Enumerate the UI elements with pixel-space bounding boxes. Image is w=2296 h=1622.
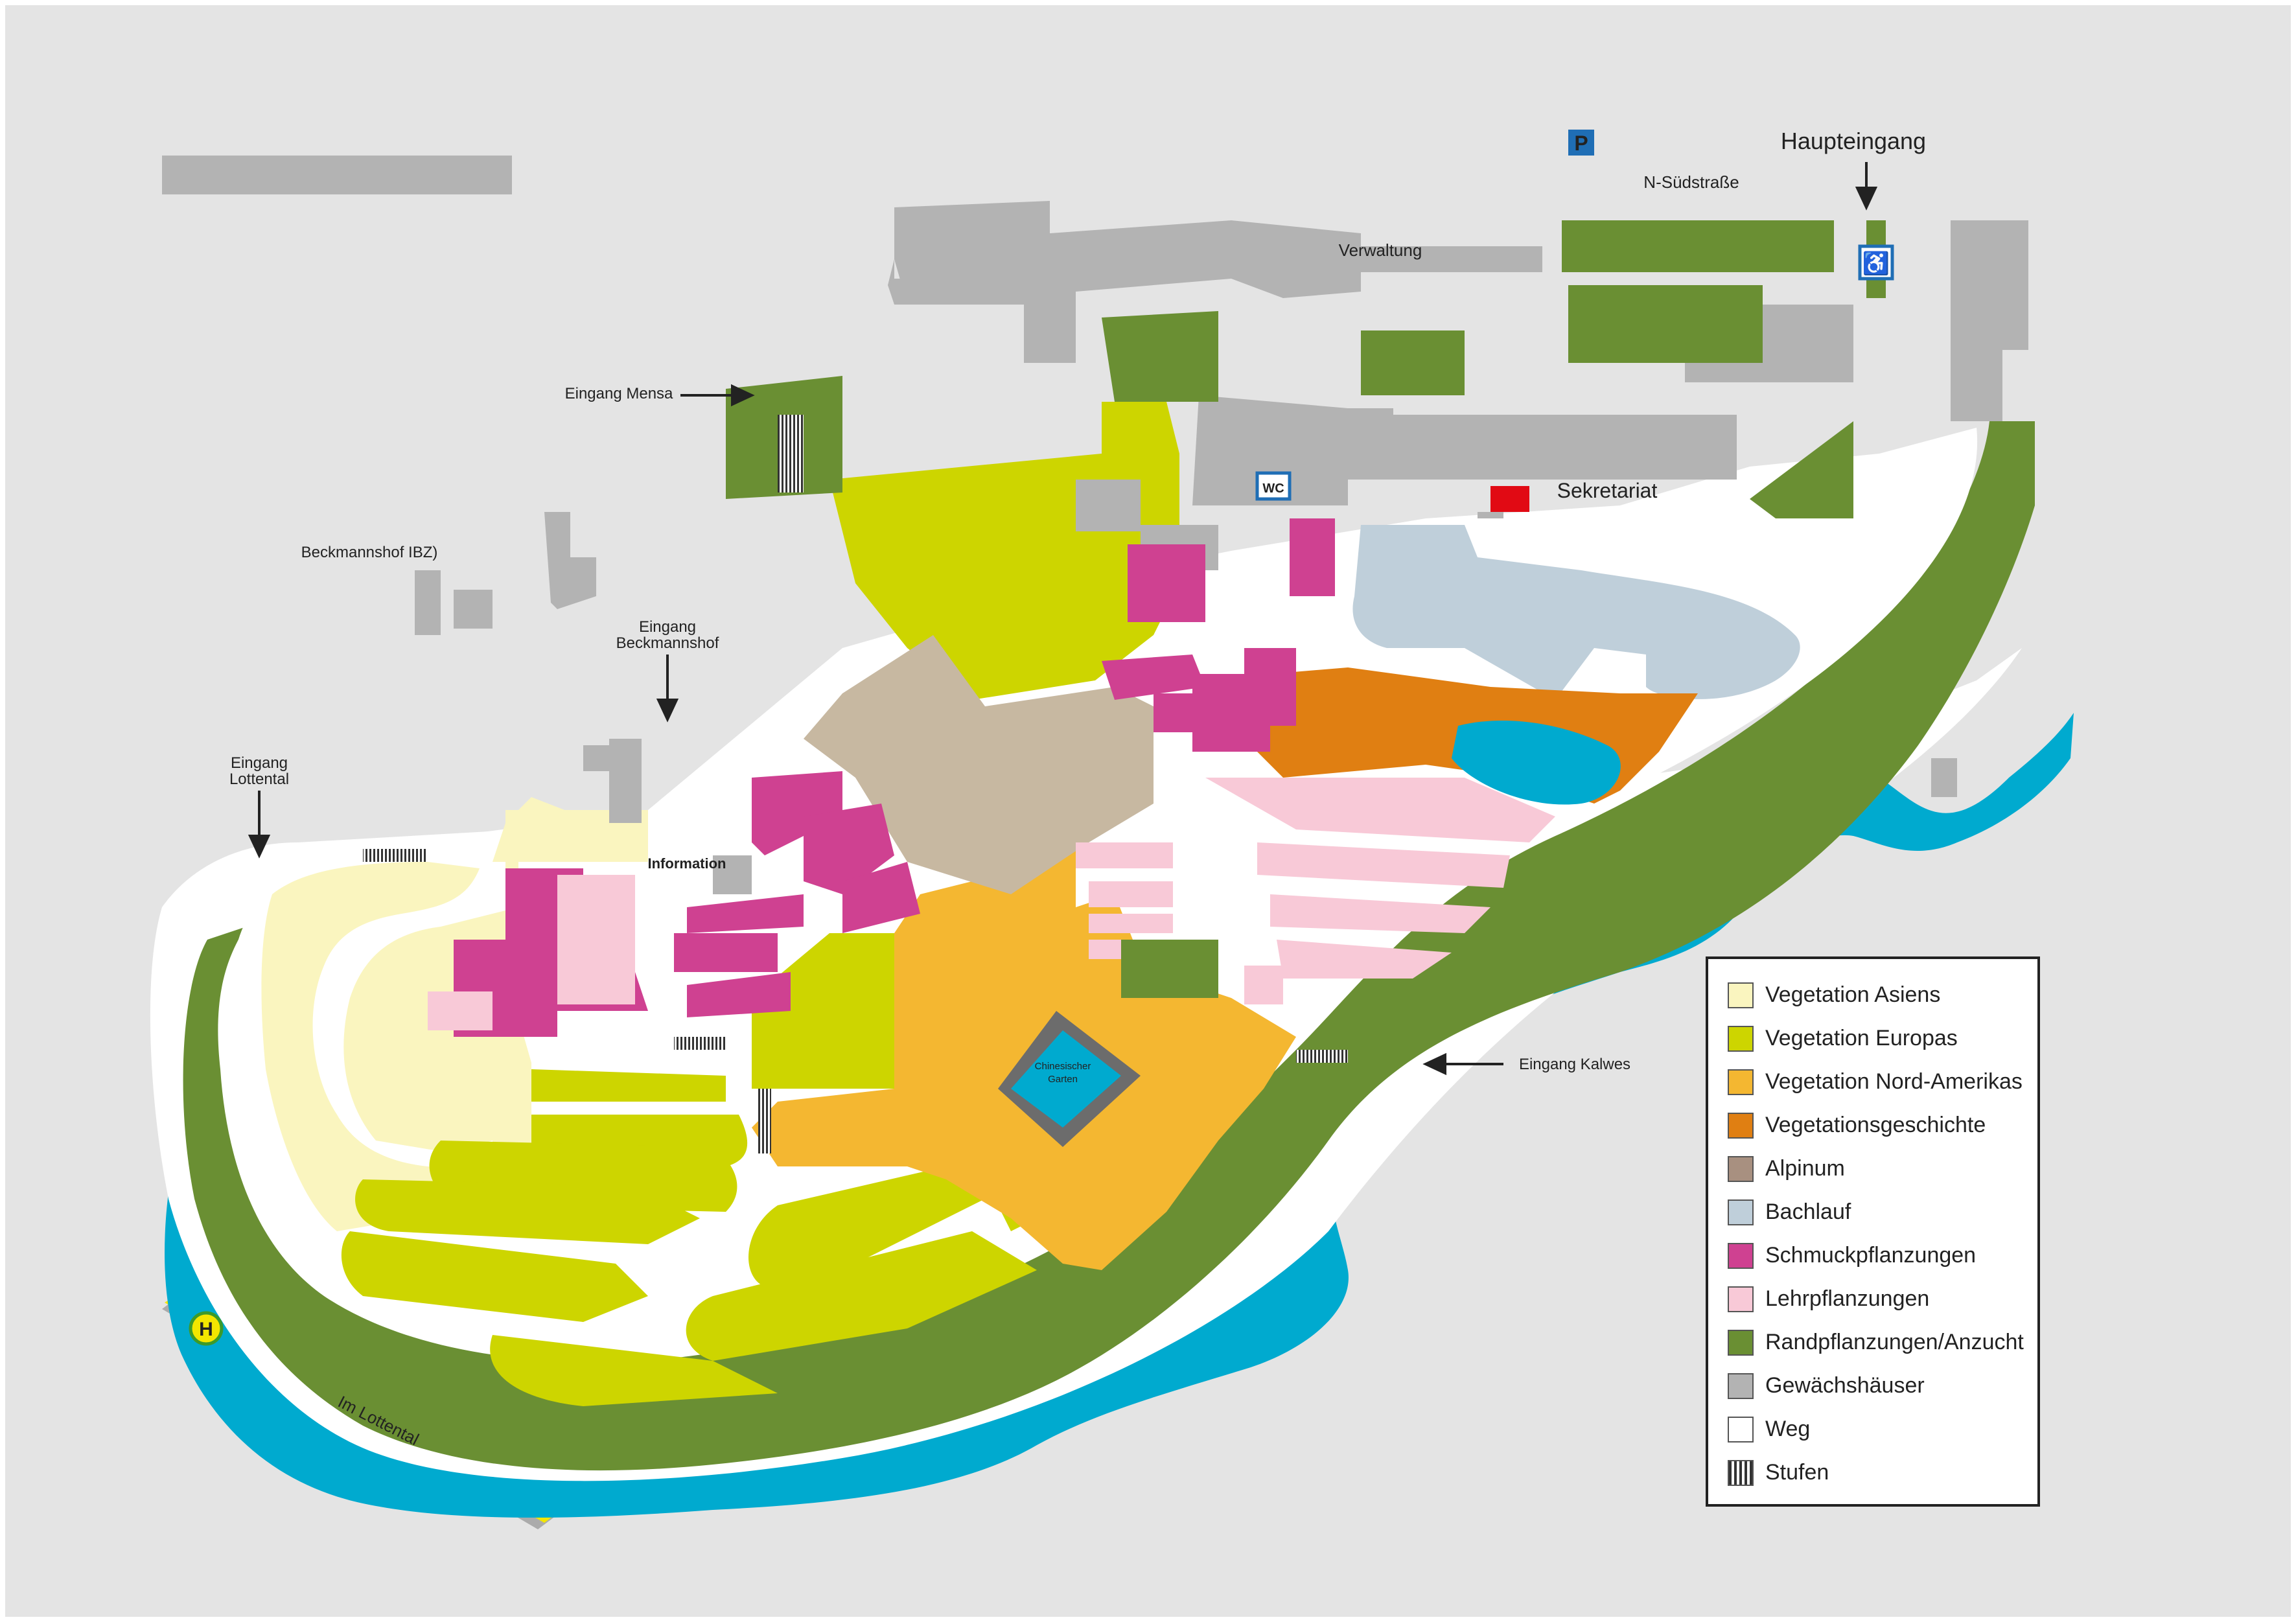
legend-label: Weg [1765, 1417, 1811, 1441]
label-chinesischer-2: Garten [1048, 1074, 1078, 1085]
zone-alpinum [804, 635, 1154, 894]
legend-item: Lehrpflanzungen [1728, 1277, 2037, 1321]
label-eingang-lottental-1: Eingang [231, 754, 288, 772]
legend-item: Alpinum [1728, 1147, 2037, 1190]
wheelchair-icon: ♿ [1862, 251, 1890, 276]
legend-item: Gewächshäuser [1728, 1364, 2037, 1408]
legend-label: Schmuckpflanzungen [1765, 1243, 1977, 1268]
legend-label: Vegetation Nord-Amerikas [1765, 1069, 2023, 1094]
legend-item: Randpflanzungen/Anzucht [1728, 1321, 2037, 1364]
label-chinesischer-1: Chinesischer [1035, 1061, 1091, 1072]
zone-nordamerika [752, 823, 1296, 1270]
legend-item: Weg [1728, 1408, 2037, 1451]
legend-label: Randpflanzungen/Anzucht [1765, 1330, 2024, 1354]
stairs [363, 415, 1348, 1153]
legend-item: Schmuckpflanzungen [1728, 1234, 2037, 1277]
legend-item: Vegetationsgeschichte [1728, 1104, 2037, 1147]
zone-europa-north [829, 402, 1179, 700]
zone-lehr-west [428, 875, 635, 1030]
entrance-arrows [248, 162, 1878, 1076]
legend-label: Bachlauf [1765, 1199, 1851, 1224]
label-eingang-beckmannshof-2: Beckmannshof [616, 634, 719, 652]
chinesischer-garten [998, 1011, 1141, 1147]
label-beckmannshof: Beckmannshof IBZ) [301, 544, 438, 561]
legend-swatch [1728, 1416, 1754, 1442]
zone-asien-top [493, 797, 648, 862]
pond-east [1452, 720, 1621, 805]
zone-schmuck-west [454, 771, 920, 1037]
label-verwaltung: Verwaltung [1339, 240, 1422, 260]
legend-label: Stufen [1765, 1460, 1829, 1485]
label-sekretariat: Sekretariat [1557, 479, 1658, 502]
wc-box [1255, 471, 1292, 501]
legend-swatch [1728, 1155, 1754, 1182]
parking-sign-bg [1568, 130, 1594, 156]
legend-item: Vegetation Nord-Amerikas [1728, 1060, 2037, 1104]
legend-item: Bachlauf [1728, 1190, 2037, 1234]
bus-stop-marker [189, 1311, 224, 1346]
label-haupteingang: Haupteingang [1781, 128, 1926, 154]
legend-label: Gewächshäuser [1765, 1373, 1925, 1398]
legend-label: Vegetationsgeschichte [1765, 1113, 1986, 1137]
label-eingang-beckmannshof-1: Eingang [639, 618, 696, 636]
label-information: Information [648, 855, 726, 872]
greenhouses [162, 156, 2028, 894]
legend-swatch [1728, 1242, 1754, 1269]
legend-swatch [1728, 1069, 1754, 1095]
legend-label: Lehrpflanzungen [1765, 1286, 1930, 1311]
legend-swatch [1728, 1286, 1754, 1312]
zone-schmuck-north [1102, 518, 1335, 752]
zone-lehr-east [1076, 778, 1555, 1004]
label-street-north: N-Südstraße [1643, 172, 1739, 192]
legend-swatch [1728, 1373, 1754, 1399]
sekretariat-marker [1490, 486, 1529, 512]
legend-label: Vegetation Asiens [1765, 982, 1941, 1007]
label-wc: WC [1262, 481, 1284, 496]
legend-item: Stufen [1728, 1451, 2037, 1494]
label-eingang-mensa: Eingang Mensa [565, 385, 673, 402]
legend-swatch [1728, 1025, 1754, 1052]
label-eingang-kalwes: Eingang Kalwes [1519, 1056, 1630, 1073]
legend-swatch [1728, 1112, 1754, 1139]
legend-label: Alpinum [1765, 1156, 1845, 1181]
legend-item: Vegetation Asiens [1728, 973, 2037, 1017]
legend-swatch [1728, 1329, 1754, 1356]
legend-item: Vegetation Europas [1728, 1017, 2037, 1060]
legend-swatch [1728, 1199, 1754, 1225]
bus-stop-icon: H [199, 1319, 213, 1340]
parking-icon: P [1574, 132, 1588, 155]
legend-label: Vegetation Europas [1765, 1026, 1958, 1050]
label-eingang-lottental-2: Lottental [229, 770, 289, 788]
legend-swatch [1728, 982, 1754, 1008]
wheelchair-box [1858, 244, 1894, 281]
zone-bachlauf [1352, 525, 1800, 700]
legend-swatch [1728, 1459, 1754, 1486]
